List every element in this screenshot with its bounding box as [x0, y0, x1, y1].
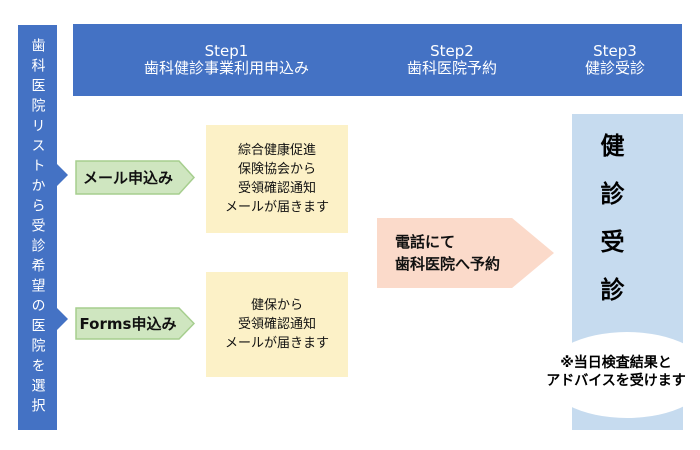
phone-reserve-line: 電話にて	[395, 233, 456, 251]
note-ellipse-cutout	[544, 332, 700, 418]
forms-result-line: 受領確認通知	[237, 317, 316, 332]
hospital-select-sidebar: 歯科医院リストから受診希望の医院を選択	[18, 25, 57, 430]
step3-number: Step3	[593, 42, 637, 60]
mail-result-line: メールが届きます	[224, 200, 329, 215]
checkup-note: ※当日検査結果と アドバイスを受けます	[530, 354, 700, 390]
forms-result-box: 健保から 受領確認通知 メールが届きます	[206, 272, 348, 377]
step2-title: 歯科医院予約	[406, 59, 497, 77]
checkup-note-line: ※当日検査結果と	[560, 355, 672, 371]
right-arrow-shape-icon	[75, 160, 195, 195]
mail-result-box: 綜合健康促進 保険協会から 受領確認通知 メールが届きます	[206, 125, 348, 233]
forms-result-line: 健保から	[250, 298, 303, 313]
forms-apply-arrow: Forms申込み	[75, 307, 195, 340]
mail-apply-arrow: メール申込み	[75, 160, 195, 195]
mail-result-line: 受領確認通知	[237, 181, 316, 196]
checkup-vertical-label: 健診受診	[596, 133, 624, 325]
right-arrow-shape-icon	[75, 307, 195, 340]
sidebar-vertical-label: 歯科医院リストから受診希望の医院を選択	[29, 37, 46, 418]
step3-title: 健診受診	[584, 59, 645, 77]
step2-number: Step2	[430, 42, 474, 60]
step1-title: 歯科健診事業利用申込み	[143, 59, 309, 77]
phone-reserve-arrow: 電話にて 歯科医院へ予約	[377, 218, 554, 288]
sidebar-pointer-bottom-icon	[57, 308, 68, 330]
step2-header: Step2 歯科医院予約	[377, 24, 527, 96]
steps-header-bar: Step1 歯科健診事業利用申込み Step2 歯科医院予約 Step3 健診受…	[73, 24, 682, 96]
mail-apply-arrow-label: メール申込み	[82, 169, 173, 187]
phone-reserve-line: 歯科医院へ予約	[395, 255, 501, 273]
mail-result-line: 綜合健康促進	[237, 143, 316, 158]
step1-header: Step1 歯科健診事業利用申込み	[73, 24, 380, 96]
step3-header: Step3 健診受診	[540, 24, 690, 96]
checkup-note-line: アドバイスを受けます	[546, 373, 686, 389]
step1-number: Step1	[204, 42, 249, 60]
sidebar-pointer-top-icon	[57, 164, 68, 186]
mail-result-line: 保険協会から	[237, 162, 316, 177]
forms-result-line: メールが届きます	[224, 336, 329, 351]
forms-apply-arrow-label: Forms申込み	[79, 315, 177, 333]
